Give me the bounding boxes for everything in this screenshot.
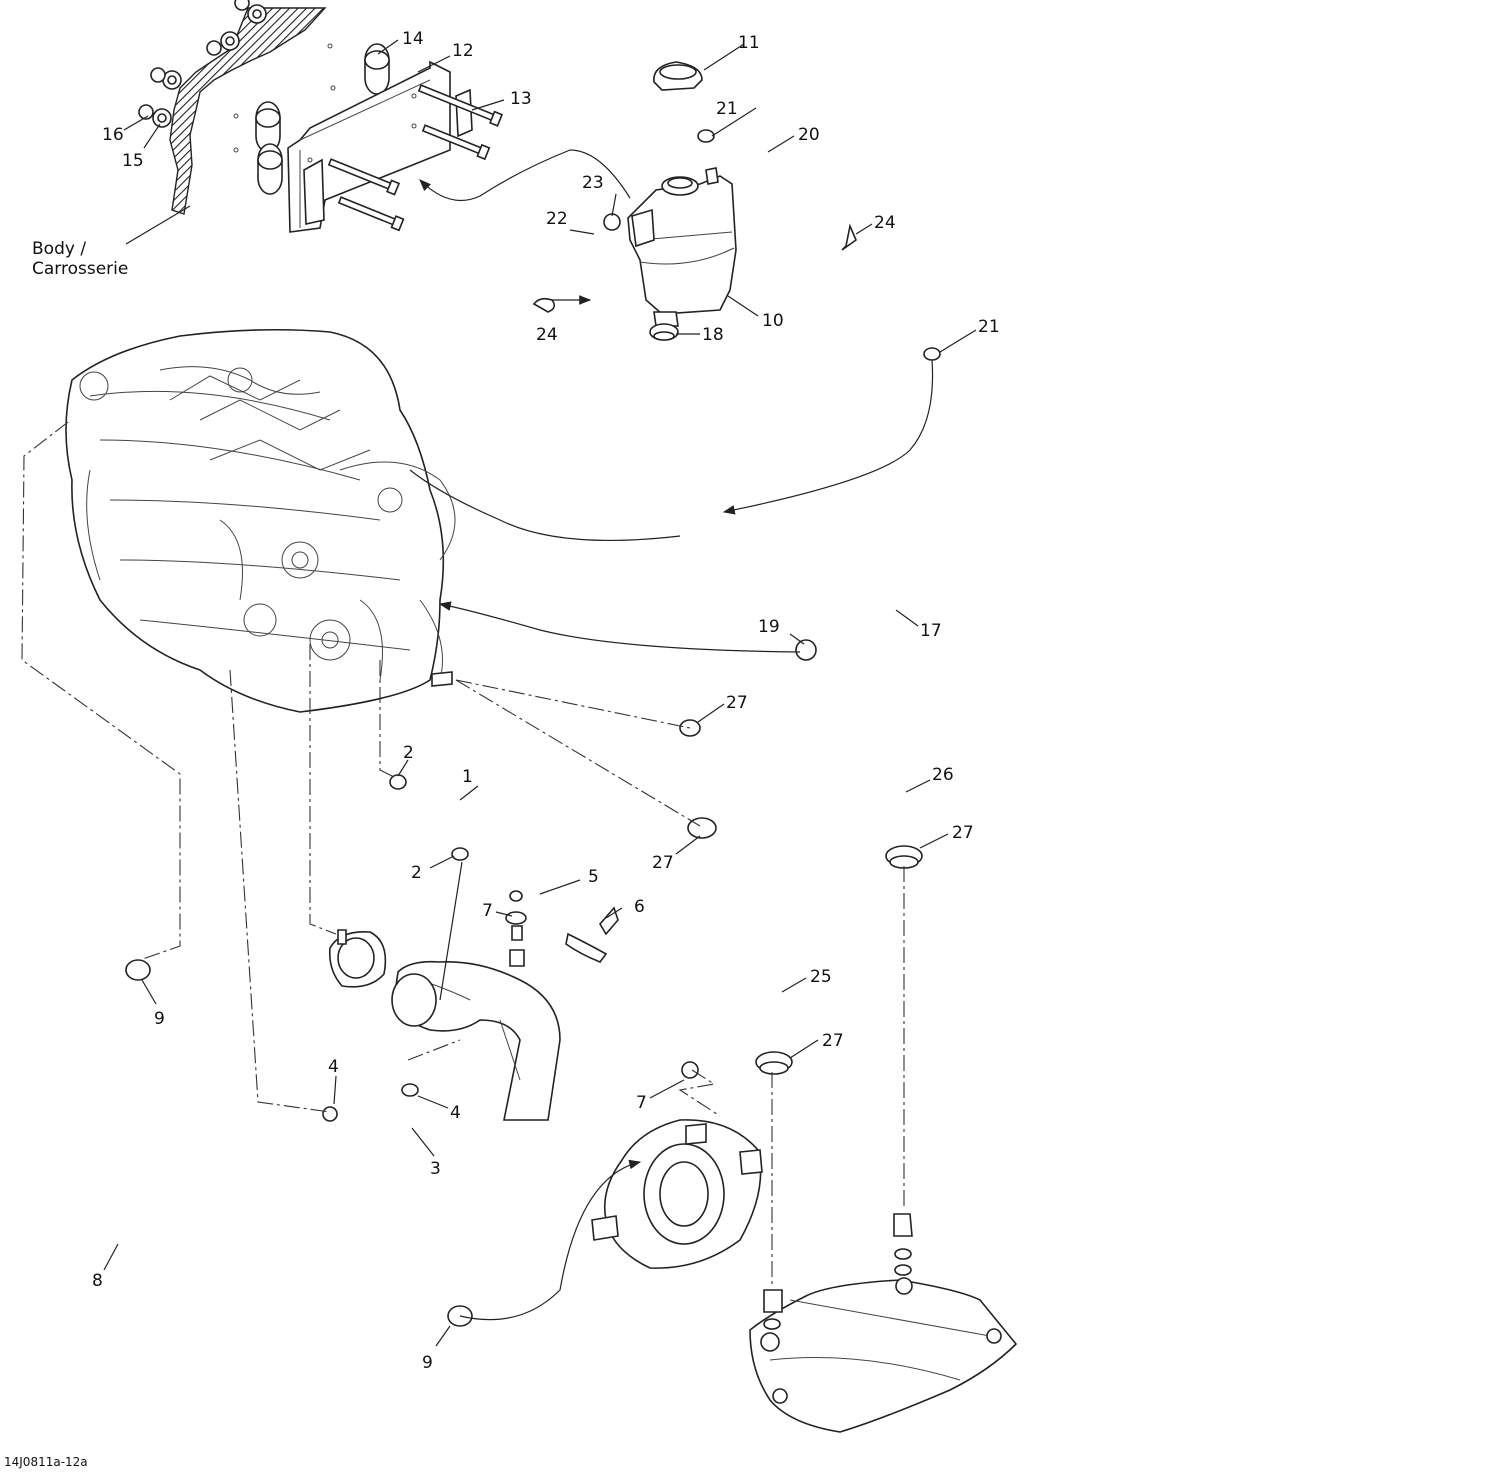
callout-27c: 27 <box>952 823 974 843</box>
callout-27a: 27 <box>726 693 748 713</box>
callout-23: 23 <box>582 173 604 193</box>
ride-plate <box>749 1277 1018 1433</box>
reservoir-cap <box>653 61 703 91</box>
callout-2b: 2 <box>411 863 422 883</box>
callout-7b: 7 <box>636 1093 647 1113</box>
callout-25: 25 <box>810 967 832 987</box>
callout-labels: 1 2 2 3 4 4 5 6 7 7 8 9 9 10 11 12 13 14… <box>4 29 1000 1469</box>
engine-block <box>65 328 456 713</box>
body-holes <box>233 43 336 153</box>
callout-8: 8 <box>92 1271 103 1291</box>
clamp-group <box>125 129 941 1327</box>
leader-lines <box>103 39 977 1347</box>
callout-14: 14 <box>402 29 424 49</box>
reservoir-bracket <box>287 60 473 233</box>
callout-3: 3 <box>430 1159 441 1179</box>
callout-21b: 21 <box>978 317 1000 337</box>
callout-27b: 27 <box>652 853 674 873</box>
callout-17: 17 <box>920 621 942 641</box>
callout-18: 18 <box>702 325 724 345</box>
callout-9a: 9 <box>154 1009 165 1029</box>
callout-1: 1 <box>462 767 473 787</box>
body-label-line1: Body / <box>32 239 86 259</box>
callout-4b: 4 <box>450 1103 461 1123</box>
callout-16: 16 <box>102 125 124 145</box>
routing-lines <box>21 149 934 1321</box>
callout-11: 11 <box>738 33 760 53</box>
callout-22: 22 <box>546 209 568 229</box>
callout-12: 12 <box>452 41 474 61</box>
callout-19: 19 <box>758 617 780 637</box>
nut-group <box>138 0 267 128</box>
callout-24a: 24 <box>874 213 896 233</box>
callout-6: 6 <box>634 897 645 917</box>
hose-group <box>16 77 936 1307</box>
callout-4a: 4 <box>328 1057 339 1077</box>
callout-20: 20 <box>798 125 820 145</box>
drawing-code: 14J0811a-12a <box>4 1455 88 1469</box>
fitting-group <box>509 890 913 1330</box>
bolt-group <box>327 84 504 232</box>
rubber-mount <box>255 43 390 195</box>
hose-clip <box>532 223 857 963</box>
body-panel <box>169 7 327 215</box>
callout-26: 26 <box>932 765 954 785</box>
callout-10: 10 <box>762 311 784 331</box>
coolant-reservoir <box>627 167 737 327</box>
callout-21a: 21 <box>716 99 738 119</box>
callout-24b: 24 <box>536 325 558 345</box>
callout-27d: 27 <box>822 1031 844 1051</box>
callout-9b: 9 <box>422 1353 433 1373</box>
exhaust-manifold <box>591 1119 763 1269</box>
callout-13: 13 <box>510 89 532 109</box>
callout-2a: 2 <box>403 743 414 763</box>
thermostat-housing <box>328 925 561 1121</box>
callout-15: 15 <box>122 151 144 171</box>
callout-5: 5 <box>588 867 599 887</box>
callout-7a: 7 <box>482 901 493 921</box>
body-label-line2: Carrosserie <box>32 259 128 279</box>
